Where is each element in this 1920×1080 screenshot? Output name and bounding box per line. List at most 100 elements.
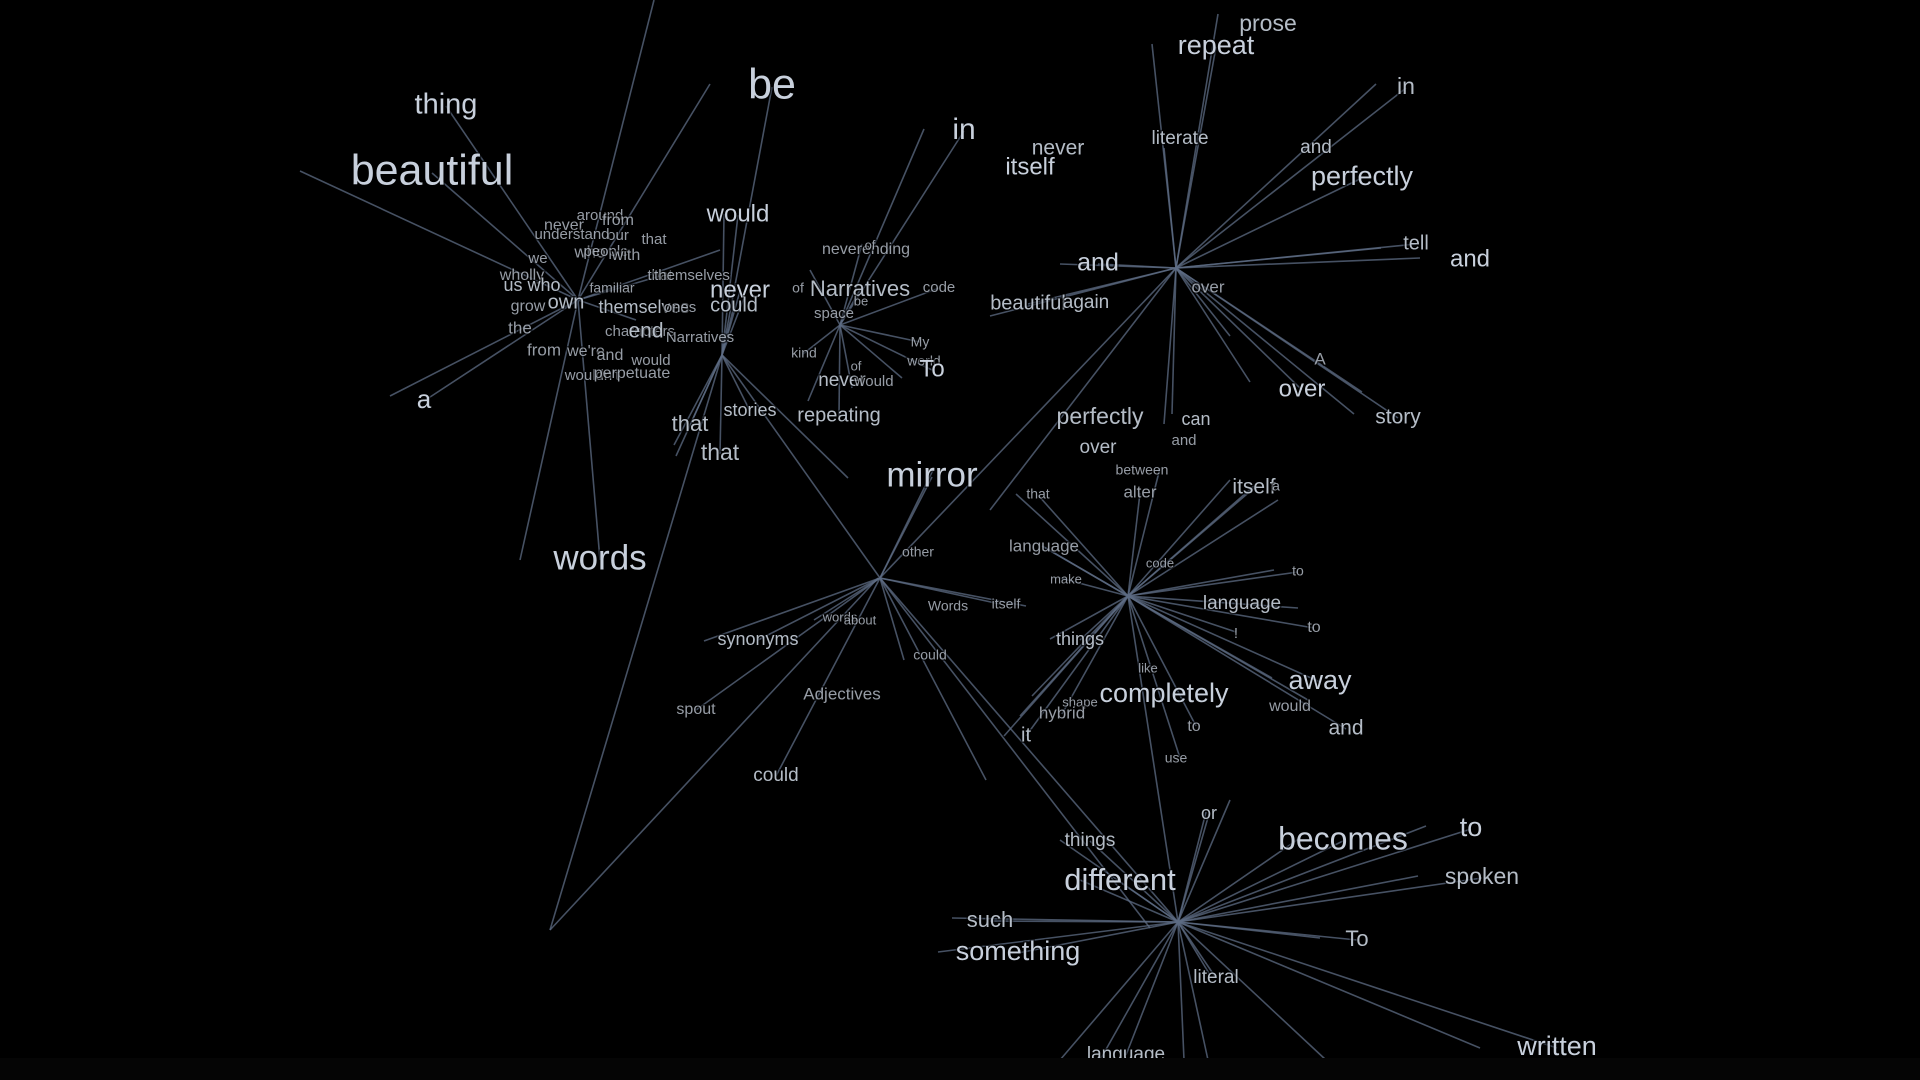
edge-to-word	[839, 324, 933, 371]
edge-to-word	[1127, 487, 1255, 597]
word-label: beautiful	[990, 292, 1066, 314]
word-label: To	[919, 355, 944, 382]
word-label: wouldn't	[564, 367, 620, 384]
edge-ray	[673, 354, 723, 446]
word-label: us who	[503, 275, 560, 295]
word-label: spout	[676, 701, 716, 718]
word-label: perpetuate	[594, 365, 671, 382]
edge-to-word	[1177, 921, 1358, 941]
word-label: end	[628, 320, 663, 343]
word-label: Adjectives	[803, 684, 880, 703]
edge-to-word	[1175, 177, 1363, 269]
edge-to-word	[1127, 595, 1315, 629]
word-label: in	[1397, 73, 1415, 99]
hub-b	[549, 86, 849, 931]
edge-ray	[1059, 577, 1129, 597]
word-label: shape	[1062, 694, 1097, 709]
word-label: a	[417, 384, 432, 414]
word-label: language	[1203, 593, 1281, 614]
edge-ray	[1127, 595, 1299, 609]
word-label: about	[844, 612, 877, 627]
edge-ray	[807, 324, 841, 402]
edge-ray	[1127, 595, 1237, 633]
edge-to-word	[1177, 877, 1483, 923]
edge-ray	[389, 299, 579, 397]
edge-ray	[879, 577, 987, 781]
edge-strand	[1127, 595, 1179, 923]
word-label: that	[647, 267, 673, 284]
edge-ray	[1175, 267, 1251, 383]
edge-to-word	[989, 920, 1179, 923]
word-label: themselves	[598, 297, 689, 317]
edge-ray	[1127, 499, 1279, 597]
edge-ray	[1177, 921, 1481, 1049]
word-label: that	[1026, 486, 1049, 502]
hub-c	[802, 128, 965, 417]
word-label: the	[508, 318, 532, 337]
word-label: over	[1279, 375, 1326, 402]
edge-to-word	[1125, 921, 1179, 1056]
hub-f	[1003, 467, 1347, 759]
edge-ray	[809, 269, 841, 326]
word-label: thing	[415, 89, 478, 121]
edge-strand	[721, 354, 881, 579]
edge-to-word	[775, 577, 881, 777]
word-label: mirror	[886, 455, 978, 494]
edge-ray	[577, 83, 711, 301]
word-label: themselves	[654, 267, 730, 284]
edge-ray	[577, 249, 721, 301]
edge-to-word	[431, 172, 579, 301]
edge-ray	[1127, 569, 1275, 597]
word-label: could	[753, 765, 798, 786]
edge-to-word	[839, 287, 940, 326]
edge-to-word	[1037, 494, 1129, 597]
word-label: who	[573, 242, 605, 261]
edge-ray	[299, 170, 579, 301]
word-label: Words	[928, 598, 968, 614]
edge-ray	[1171, 267, 1177, 415]
edge-to-word	[1177, 828, 1472, 923]
word-label: and	[1077, 249, 1119, 277]
edge-to-word	[1175, 46, 1217, 269]
edge-ray	[1177, 825, 1427, 923]
word-label: space	[814, 305, 854, 322]
word-label: alter	[1123, 482, 1156, 501]
edge-ray	[989, 267, 1177, 511]
word-label: over	[1080, 437, 1118, 458]
word-label: understand	[534, 226, 609, 243]
word-label: between	[1116, 462, 1169, 478]
edge-to-word	[1177, 921, 1217, 979]
edge-to-word	[838, 324, 841, 417]
hub-d	[989, 13, 1421, 511]
word-label: Narratives	[810, 276, 910, 301]
edge-to-word	[1043, 546, 1129, 597]
word-label: beautiful	[351, 146, 514, 194]
word-label: would	[1268, 698, 1311, 715]
word-label: and	[1328, 717, 1363, 740]
edge-ray	[1163, 267, 1177, 425]
word-label: words	[822, 609, 858, 624]
edge-ray	[1127, 467, 1161, 597]
word-label: literal	[1193, 967, 1238, 988]
edge-to-word	[1177, 813, 1210, 923]
word-label: away	[1288, 665, 1352, 695]
word-label: again	[1063, 292, 1110, 313]
edge-ray	[839, 324, 853, 389]
word-label: never	[818, 370, 866, 391]
edge-to-word	[1119, 881, 1179, 923]
edge-ray	[703, 577, 881, 642]
edge-ray	[1175, 267, 1231, 337]
word-label: our	[607, 227, 629, 244]
edge-ray	[1127, 595, 1309, 701]
edge-to-word	[1127, 492, 1141, 597]
word-label: To	[1345, 926, 1368, 951]
edge-to-word	[1177, 840, 1344, 923]
word-label: things	[1056, 629, 1104, 649]
edge-to-word	[1061, 595, 1129, 715]
edge-to-word	[1017, 921, 1179, 954]
word-label: in	[952, 113, 975, 146]
edge-to-word	[577, 275, 661, 301]
edge-ray	[1177, 921, 1327, 1061]
edge-ray	[1177, 921, 1185, 1061]
